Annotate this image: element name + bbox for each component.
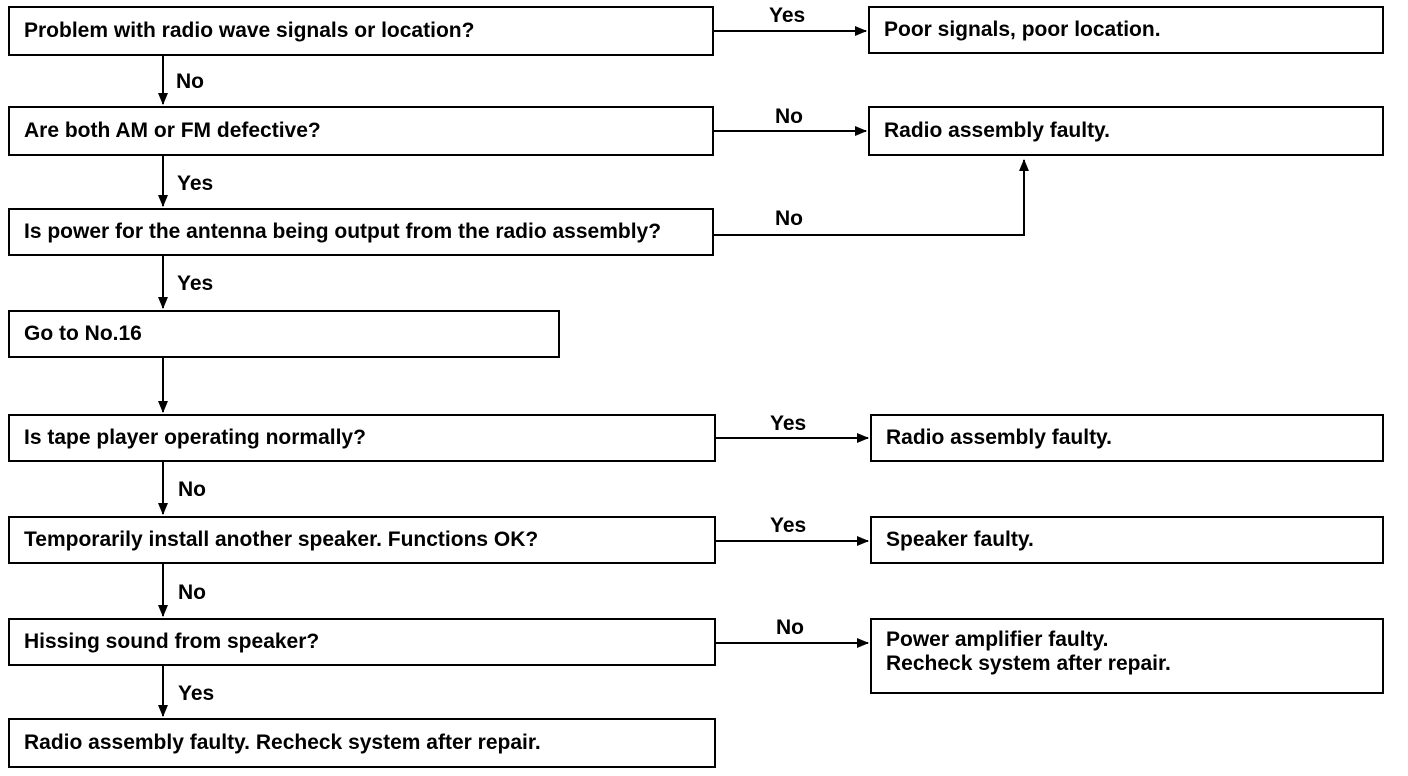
branch-label-q2-yes: Yes bbox=[177, 172, 214, 195]
question-box-2: Are both AM or FM defective? bbox=[8, 106, 714, 156]
step-box-goto: Go to No.16 bbox=[8, 310, 560, 358]
branch-label-q5-no: No bbox=[178, 478, 206, 501]
result-box-1: Poor signals, poor location. bbox=[868, 6, 1384, 54]
result-text-3: Radio assembly faulty. bbox=[886, 426, 1113, 449]
branch-label-q3-no: No bbox=[775, 207, 803, 230]
result-box-4: Speaker faulty. bbox=[870, 516, 1384, 564]
question-text-7: Hissing sound from speaker? bbox=[24, 630, 320, 653]
result-text-5-line-2: Recheck system after repair. bbox=[886, 652, 1171, 675]
final-result-text: Radio assembly faulty. Recheck system af… bbox=[24, 731, 541, 754]
branch-label-q6-yes: Yes bbox=[770, 514, 807, 537]
result-text-2: Radio assembly faulty. bbox=[884, 119, 1111, 142]
question-text-2: Are both AM or FM defective? bbox=[24, 119, 321, 142]
connector-q3-r2 bbox=[714, 159, 1029, 236]
branch-label-q7-yes: Yes bbox=[178, 682, 215, 705]
question-box-7: Hissing sound from speaker? bbox=[8, 618, 716, 666]
branch-label-q1-no: No bbox=[176, 70, 204, 93]
result-box-3: Radio assembly faulty. bbox=[870, 414, 1384, 462]
result-box-2: Radio assembly faulty. bbox=[868, 106, 1384, 156]
branch-label-q3-yes: Yes bbox=[177, 272, 214, 295]
question-text-1: Problem with radio wave signals or locat… bbox=[24, 19, 475, 42]
question-text-3: Is power for the antenna being output fr… bbox=[24, 220, 662, 243]
step-text-goto: Go to No.16 bbox=[24, 322, 142, 345]
question-box-6: Temporarily install another speaker. Fun… bbox=[8, 516, 716, 564]
question-box-1: Problem with radio wave signals or locat… bbox=[8, 6, 714, 56]
question-box-5: Is tape player operating normally? bbox=[8, 414, 716, 462]
result-text-5-line-1: Power amplifier faulty. bbox=[886, 628, 1109, 651]
result-text-4: Speaker faulty. bbox=[886, 528, 1034, 551]
result-box-5: Power amplifier faulty. Recheck system a… bbox=[870, 618, 1384, 694]
final-result-box: Radio assembly faulty. Recheck system af… bbox=[8, 718, 716, 768]
branch-label-q1-yes: Yes bbox=[769, 4, 806, 27]
branch-label-q7-no: No bbox=[776, 616, 804, 639]
branch-label-q5-yes: Yes bbox=[770, 412, 807, 435]
question-box-3: Is power for the antenna being output fr… bbox=[8, 208, 714, 256]
question-text-5: Is tape player operating normally? bbox=[24, 426, 366, 449]
result-text-1: Poor signals, poor location. bbox=[884, 18, 1161, 41]
branch-label-q2-no: No bbox=[775, 105, 803, 128]
question-text-6: Temporarily install another speaker. Fun… bbox=[24, 528, 539, 551]
branch-label-q6-no: No bbox=[178, 581, 206, 604]
